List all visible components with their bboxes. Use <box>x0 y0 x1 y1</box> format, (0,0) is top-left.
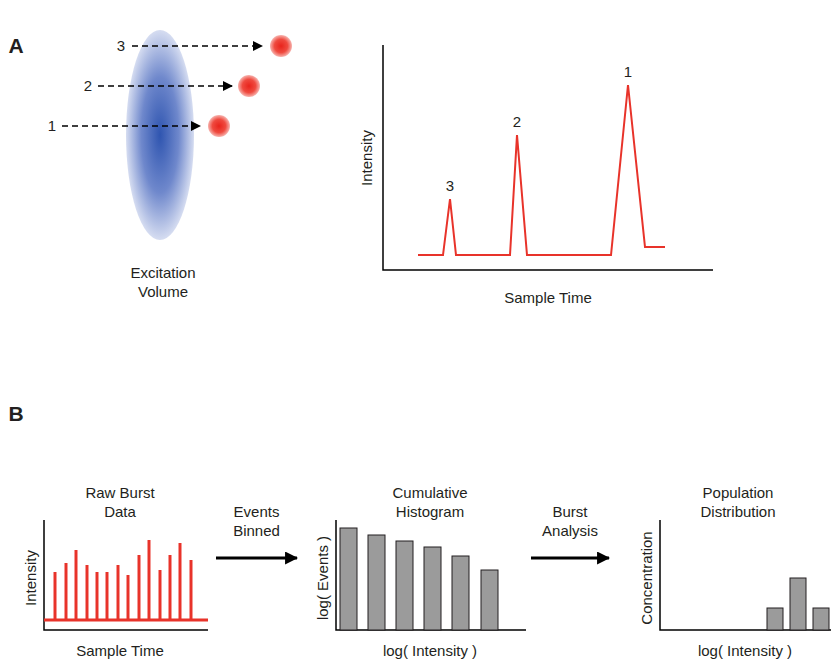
excitation-volume <box>126 30 194 240</box>
axis-label: Sample Time <box>504 288 592 307</box>
axis-label: Sample Time <box>76 641 164 660</box>
callout-number: 2 <box>84 77 92 95</box>
callout-number: 1 <box>48 117 56 135</box>
chart-panel: Population DistributionConcentration log(… <box>612 480 831 662</box>
burst-bars <box>44 540 208 620</box>
callout-number: 2 <box>513 113 521 131</box>
figure-panel: IntensitySample Time <box>345 35 725 310</box>
callout-number: 1 <box>624 63 632 81</box>
edge-label: Burst Analysis <box>529 502 611 540</box>
axis-label: Concentration <box>637 531 656 624</box>
axis-label: log( Events ) <box>313 536 332 620</box>
callout-number: 3 <box>446 177 454 195</box>
panel-title: Population Distribution <box>683 483 793 521</box>
callout-number: 3 <box>117 37 125 55</box>
panel-title: Cumulative Histogram <box>378 483 482 521</box>
axis-label: log( Intensity ) <box>698 641 792 660</box>
axis-label: Intensity <box>21 550 40 606</box>
figure-panel: Excitation Volume <box>111 20 216 312</box>
axes <box>44 520 831 630</box>
panel-title: Raw Burst Data <box>70 483 170 521</box>
panel-letter: A <box>8 37 23 55</box>
particles <box>208 35 292 137</box>
panel-title: Excitation Volume <box>113 263 213 301</box>
axes <box>383 45 713 270</box>
chart-panel: Cumulative Histogram log( Events ) log( In… <box>300 480 530 662</box>
edge-label: Events Binned <box>216 502 298 540</box>
axis-label: Intensity <box>357 130 376 186</box>
intensity-trace <box>418 85 665 255</box>
panel-letter: B <box>8 405 23 423</box>
population-bars <box>767 578 829 630</box>
process-arrow <box>216 557 297 560</box>
process-arrow <box>531 557 609 560</box>
axis-label: log( Intensity ) <box>383 641 477 660</box>
particle-paths <box>62 46 262 126</box>
chart-panel: Raw Burst DataIntensitySample Time <box>14 480 215 662</box>
histogram-bars <box>340 528 498 630</box>
